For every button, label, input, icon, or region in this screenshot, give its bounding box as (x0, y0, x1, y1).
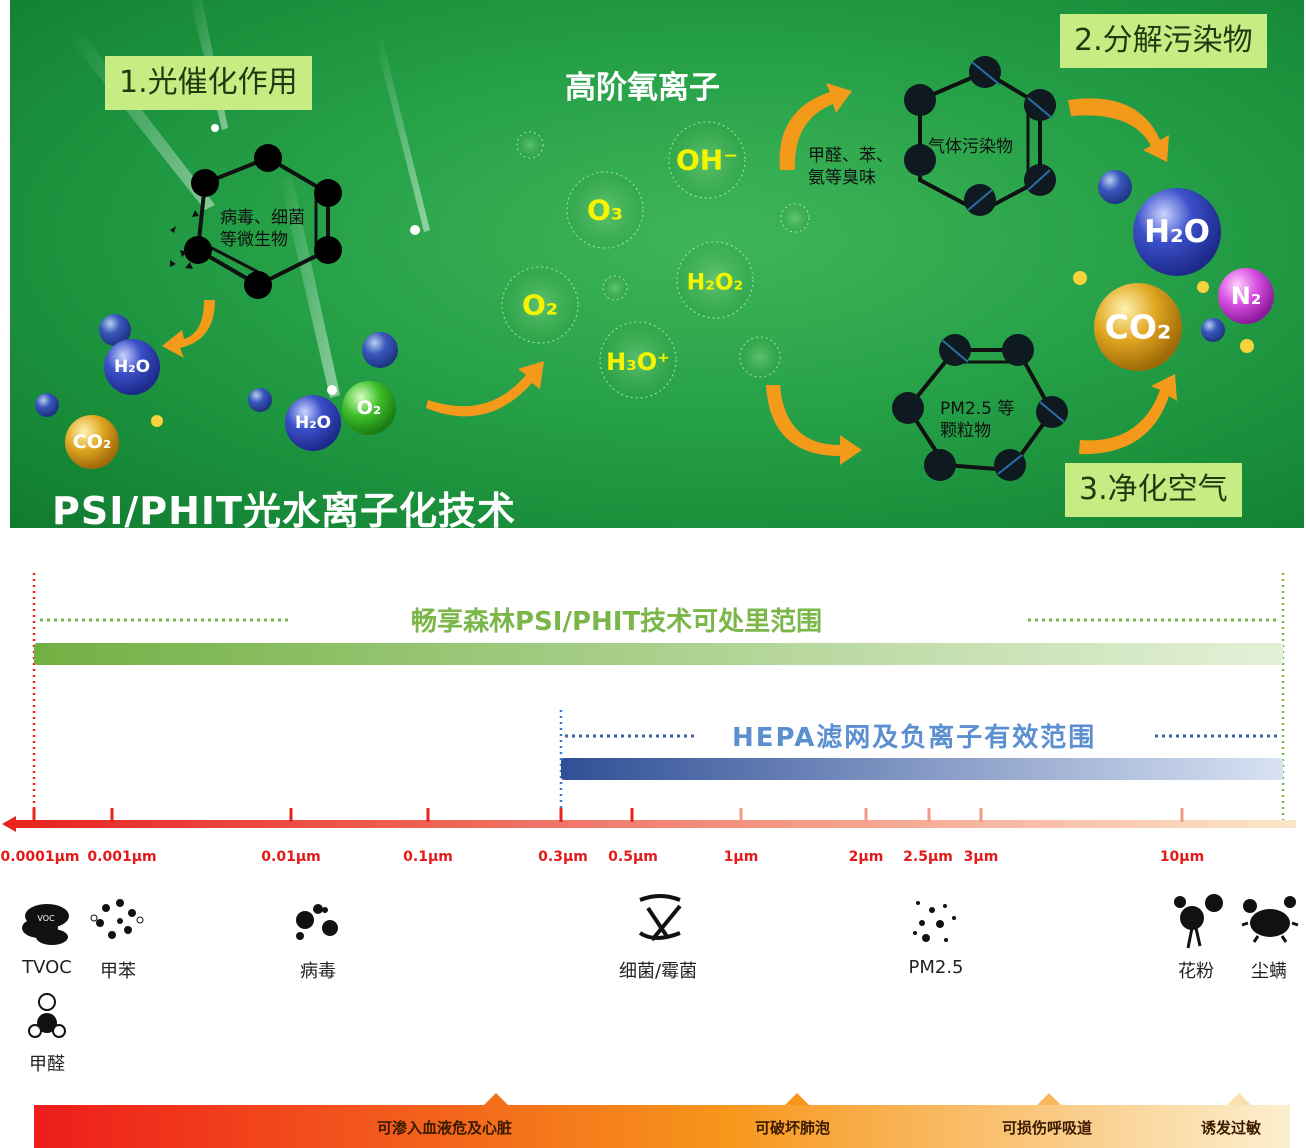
h2o-label-center: H₂O (294, 413, 332, 433)
tick-label: 10μm (1159, 849, 1205, 865)
harm-label-alveoli: 可破坏肺泡 (755, 1119, 831, 1137)
step-decompose-label: 2.分解污染物 (1060, 14, 1267, 68)
forest-range-bar (34, 643, 1283, 665)
harm-label-airway: 可损伤呼吸道 (1002, 1119, 1093, 1137)
item-label-toluene: 甲苯 (100, 961, 136, 982)
tick-label: 0.01μm (261, 849, 321, 865)
item-label-bacteria: 细菌/霉菌 (618, 961, 698, 982)
step-photocatalysis-label: 1.光催化作用 (105, 56, 312, 110)
ion-spheres (501, 121, 810, 399)
svg-text:VOC: VOC (37, 914, 55, 923)
tick-label: 1μm (723, 849, 759, 865)
tick-label: 3μm (963, 849, 999, 865)
item-label-dust-mite: 尘螨 (1251, 961, 1287, 982)
tick-label: 2μm (848, 849, 884, 865)
photo-ionization-panel: 1.光催化作用 2.分解污染物 3.净化空气 高阶氧离子 PSI/PHIT光水离… (10, 0, 1304, 528)
harm-marker-allergy (1227, 1093, 1251, 1105)
tvoc-icon: VOC (22, 904, 69, 945)
size-axis (14, 820, 1296, 828)
axis-arrow-head (2, 816, 16, 832)
pm-particle-ring (892, 334, 1068, 481)
dust-mite-icon (1241, 896, 1299, 943)
harm-marker-alveoli (785, 1093, 809, 1105)
gas-pollutant-ring (904, 56, 1056, 216)
item-label-tvoc: TVOC (22, 957, 72, 978)
pm-ring-label-2: 颗粒物 (940, 421, 991, 441)
flow-arrows (162, 83, 1177, 465)
step-purify-label: 3.净化空气 (1065, 463, 1242, 517)
h2o-label-left: H₂O (113, 357, 151, 377)
technology-title: PSI/PHIT光水离子化技术 (52, 489, 516, 528)
o3-label: O₃ (586, 193, 624, 227)
harm-marker-blood (484, 1093, 508, 1105)
microbe-ring (170, 144, 342, 299)
o2-label-small: O₂ (356, 397, 382, 419)
panel-graphics (35, 0, 1274, 481)
virus-icon (296, 904, 338, 940)
particle-size-chart: VOC (2, 573, 1299, 1148)
toluene-icon (90, 899, 144, 939)
h2o2-label: H₂O₂ (686, 270, 744, 296)
h3o-label: H₃O⁺ (606, 348, 670, 376)
harm-marker-airway (1037, 1093, 1061, 1105)
tick-label: 0.1μm (403, 849, 453, 865)
item-label-formaldehyde: 甲醛 (29, 1054, 65, 1075)
n2-label-result: N₂ (1230, 282, 1262, 310)
item-label-virus: 病毒 (300, 961, 336, 982)
gas-source-label-2: 氨等臭味 (808, 168, 876, 188)
harm-label-allergy: 诱发过敏 (1201, 1119, 1262, 1137)
tick-label: 0.001μm (87, 849, 157, 865)
gas-source-label-1: 甲醛、苯、 (808, 146, 893, 166)
oh-label: OH⁻ (675, 143, 739, 177)
pm25-icon (913, 901, 956, 942)
bacteria-mold-icon (638, 894, 682, 942)
axis-ticks (32, 808, 1184, 822)
forest-range-title: 畅享森林PSI/PHIT技术可处里范围 (411, 607, 823, 637)
item-label-pm25: PM2.5 (908, 957, 964, 978)
hepa-range-title: HEPA滤网及负离子有效范围 (732, 723, 1097, 753)
harm-label-blood: 可渗入血液危及心脏 (377, 1119, 513, 1137)
pollen-icon (1174, 894, 1223, 949)
tick-label: 2.5μm (903, 849, 953, 865)
molecule-spheres (65, 188, 1274, 469)
co2-label-left: CO₂ (72, 431, 112, 453)
high-order-oxygen-ion-heading: 高阶氧离子 (565, 70, 720, 106)
tick-label: 0.3μm (538, 849, 588, 865)
tick-label: 0.0001μm (0, 849, 80, 865)
h2o-label-result: H₂O (1144, 214, 1210, 250)
o2-ion-label: O₂ (521, 288, 559, 322)
co2-label-result: CO₂ (1104, 307, 1172, 347)
tick-label: 0.5μm (608, 849, 658, 865)
microbe-ring-label-2: 等微生物 (220, 230, 288, 250)
formaldehyde-icon (28, 993, 66, 1038)
hepa-range-bar (561, 758, 1283, 780)
microbe-ring-label-1: 病毒、细菌 (220, 208, 305, 228)
pm-ring-label-1: PM2.5 等 (940, 399, 1015, 419)
gas-ring-label: 气体污染物 (928, 137, 1013, 157)
item-label-pollen: 花粉 (1178, 961, 1214, 982)
harm-gradient-bar (34, 1105, 1290, 1148)
small-bubbles (35, 170, 1254, 427)
